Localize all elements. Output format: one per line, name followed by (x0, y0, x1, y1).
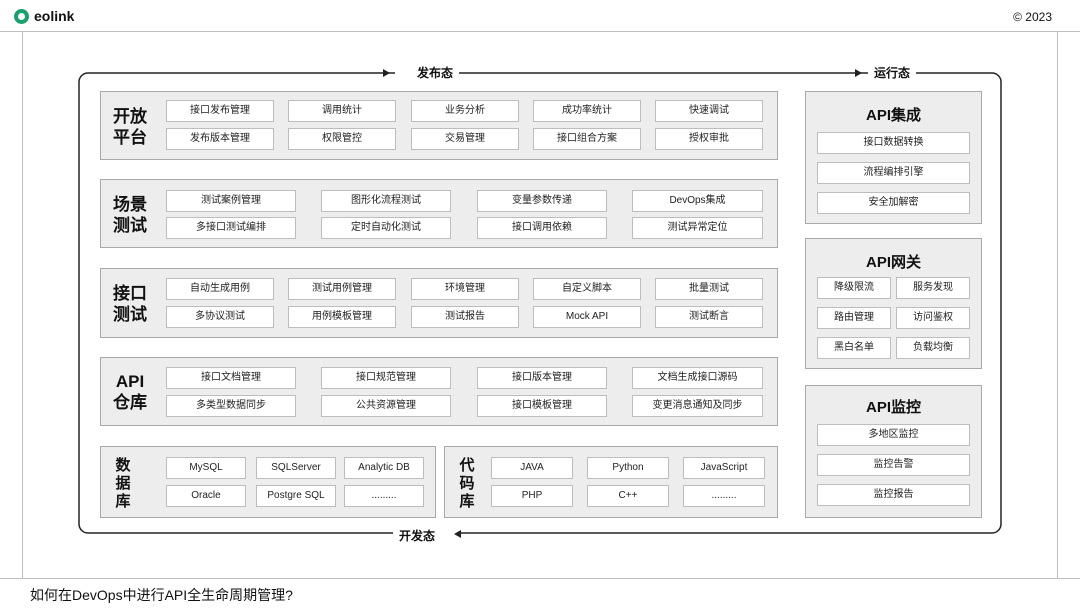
feature-chip[interactable]: 环境管理 (411, 278, 519, 300)
feature-chip[interactable]: 接口版本管理 (477, 367, 607, 389)
frame-left-line (22, 31, 23, 578)
database-chip[interactable]: MySQL (166, 457, 246, 479)
feature-chip[interactable]: 接口模板管理 (477, 395, 607, 417)
database-chip[interactable]: SQLServer (256, 457, 336, 479)
feature-chip[interactable]: 公共资源管理 (321, 395, 451, 417)
panel-title: API网关 (865, 254, 921, 271)
feature-chip[interactable]: 批量测试 (655, 278, 763, 300)
feature-chip[interactable]: 交易管理 (411, 128, 519, 150)
feature-chip[interactable]: Mock API (533, 306, 641, 328)
row-api-test: 接口测试 自动生成用例 测试用例管理 环境管理 自定义脚本 批量测试 多协议测试… (100, 268, 778, 338)
gateway-chip[interactable]: 负载均衡 (896, 337, 970, 359)
database-chip[interactable]: ......... (344, 485, 424, 507)
flow-label-dev: 开发态 (393, 527, 458, 545)
footer-caption: 如何在DevOps中进行API全生命周期管理? (30, 587, 293, 603)
feature-chip[interactable]: 多协议测试 (166, 306, 274, 328)
arrow-left-icon (454, 530, 461, 538)
feature-chip[interactable]: 接口调用依赖 (477, 217, 607, 239)
panel-title: 代码库 (459, 457, 475, 510)
copyright-text: © 2023 (1013, 10, 1052, 24)
feature-chip[interactable]: 成功率统计 (533, 100, 641, 122)
api-gateway-panel: API网关 降级限流 服务发现 路由管理 访问鉴权 黑白名单 负载均衡 (805, 238, 982, 369)
frame-right-line (1057, 31, 1058, 578)
code-repo-panel: 代码库 JAVA Python JavaScript PHP C++ .....… (444, 446, 778, 518)
feature-chip[interactable]: 测试案例管理 (166, 190, 296, 212)
flow-label-publish: 发布态 (395, 64, 460, 82)
feature-chip[interactable]: 变更消息通知及同步 (632, 395, 763, 417)
row-scenario-test: 场景测试 测试案例管理 图形化流程测试 变量参数传递 DevOps集成 多接口测… (100, 179, 778, 248)
frame-bottom-line (0, 578, 1080, 579)
gateway-chip[interactable]: 访问鉴权 (896, 307, 970, 329)
feature-chip[interactable]: 调用统计 (288, 100, 396, 122)
feature-chip[interactable]: 多接口测试编排 (166, 217, 296, 239)
arrow-right-icon (855, 69, 862, 77)
feature-chip[interactable]: 接口组合方案 (533, 128, 641, 150)
row-title: 开放平台 (113, 107, 147, 147)
eolink-logo-icon (14, 8, 29, 24)
gateway-chip[interactable]: 降级限流 (817, 277, 891, 299)
flow-label-runtime: 运行态 (868, 64, 917, 82)
feature-chip[interactable]: 接口规范管理 (321, 367, 451, 389)
feature-chip[interactable]: 权限管控 (288, 128, 396, 150)
database-panel: 数据库 MySQL SQLServer Analytic DB Oracle P… (100, 446, 436, 518)
feature-chip[interactable]: 自定义脚本 (533, 278, 641, 300)
database-chip[interactable]: Oracle (166, 485, 246, 507)
feature-chip[interactable]: 定时自动化测试 (321, 217, 451, 239)
feature-chip[interactable]: 自动生成用例 (166, 278, 274, 300)
api-integration-panel: API集成 接口数据转换 流程编排引擎 安全加解密 (805, 91, 982, 224)
arrow-right-icon (383, 69, 390, 77)
language-chip[interactable]: ......... (683, 485, 765, 507)
feature-chip[interactable]: 文档生成接口源码 (632, 367, 763, 389)
integration-chip[interactable]: 流程编排引擎 (817, 162, 970, 184)
feature-chip[interactable]: 测试异常定位 (632, 217, 763, 239)
monitor-chip[interactable]: 多地区监控 (817, 424, 970, 446)
feature-chip[interactable]: 测试用例管理 (288, 278, 396, 300)
database-chip[interactable]: Analytic DB (344, 457, 424, 479)
language-chip[interactable]: PHP (491, 485, 573, 507)
integration-chip[interactable]: 接口数据转换 (817, 132, 970, 154)
feature-chip[interactable]: 用例模板管理 (288, 306, 396, 328)
integration-chip[interactable]: 安全加解密 (817, 192, 970, 214)
gateway-chip[interactable]: 黑白名单 (817, 337, 891, 359)
gateway-chip[interactable]: 服务发现 (896, 277, 970, 299)
api-monitor-panel: API监控 多地区监控 监控告警 监控报告 (805, 385, 982, 518)
feature-chip[interactable]: 接口发布管理 (166, 100, 274, 122)
feature-chip[interactable]: 授权审批 (655, 128, 763, 150)
row-open-platform: 开放平台 接口发布管理 调用统计 业务分析 成功率统计 快速调试 发布版本管理 … (100, 91, 778, 160)
panel-title: API集成 (865, 107, 921, 124)
gateway-chip[interactable]: 路由管理 (817, 307, 891, 329)
panel-title: API监控 (865, 399, 921, 416)
row-title: 场景测试 (113, 195, 147, 235)
feature-chip[interactable]: 测试断言 (655, 306, 763, 328)
feature-chip[interactable]: 图形化流程测试 (321, 190, 451, 212)
database-chip[interactable]: Postgre SQL (256, 485, 336, 507)
language-chip[interactable]: JAVA (491, 457, 573, 479)
feature-chip[interactable]: 测试报告 (411, 306, 519, 328)
feature-chip[interactable]: 接口文档管理 (166, 367, 296, 389)
monitor-chip[interactable]: 监控告警 (817, 454, 970, 476)
language-chip[interactable]: Python (587, 457, 669, 479)
frame-top-line (0, 31, 1080, 32)
monitor-chip[interactable]: 监控报告 (817, 484, 970, 506)
language-chip[interactable]: JavaScript (683, 457, 765, 479)
brand-name: eolink (34, 8, 75, 24)
top-bar: eolink © 2023 (0, 0, 1080, 32)
feature-chip[interactable]: DevOps集成 (632, 190, 763, 212)
feature-chip[interactable]: 发布版本管理 (166, 128, 274, 150)
language-chip[interactable]: C++ (587, 485, 669, 507)
panel-title: 数据库 (115, 457, 131, 510)
brand-logo[interactable]: eolink (14, 8, 74, 24)
feature-chip[interactable]: 快速调试 (655, 100, 763, 122)
row-title: 接口测试 (113, 284, 147, 324)
feature-chip[interactable]: 业务分析 (411, 100, 519, 122)
feature-chip[interactable]: 变量参数传递 (477, 190, 607, 212)
feature-chip[interactable]: 多类型数据同步 (166, 395, 296, 417)
